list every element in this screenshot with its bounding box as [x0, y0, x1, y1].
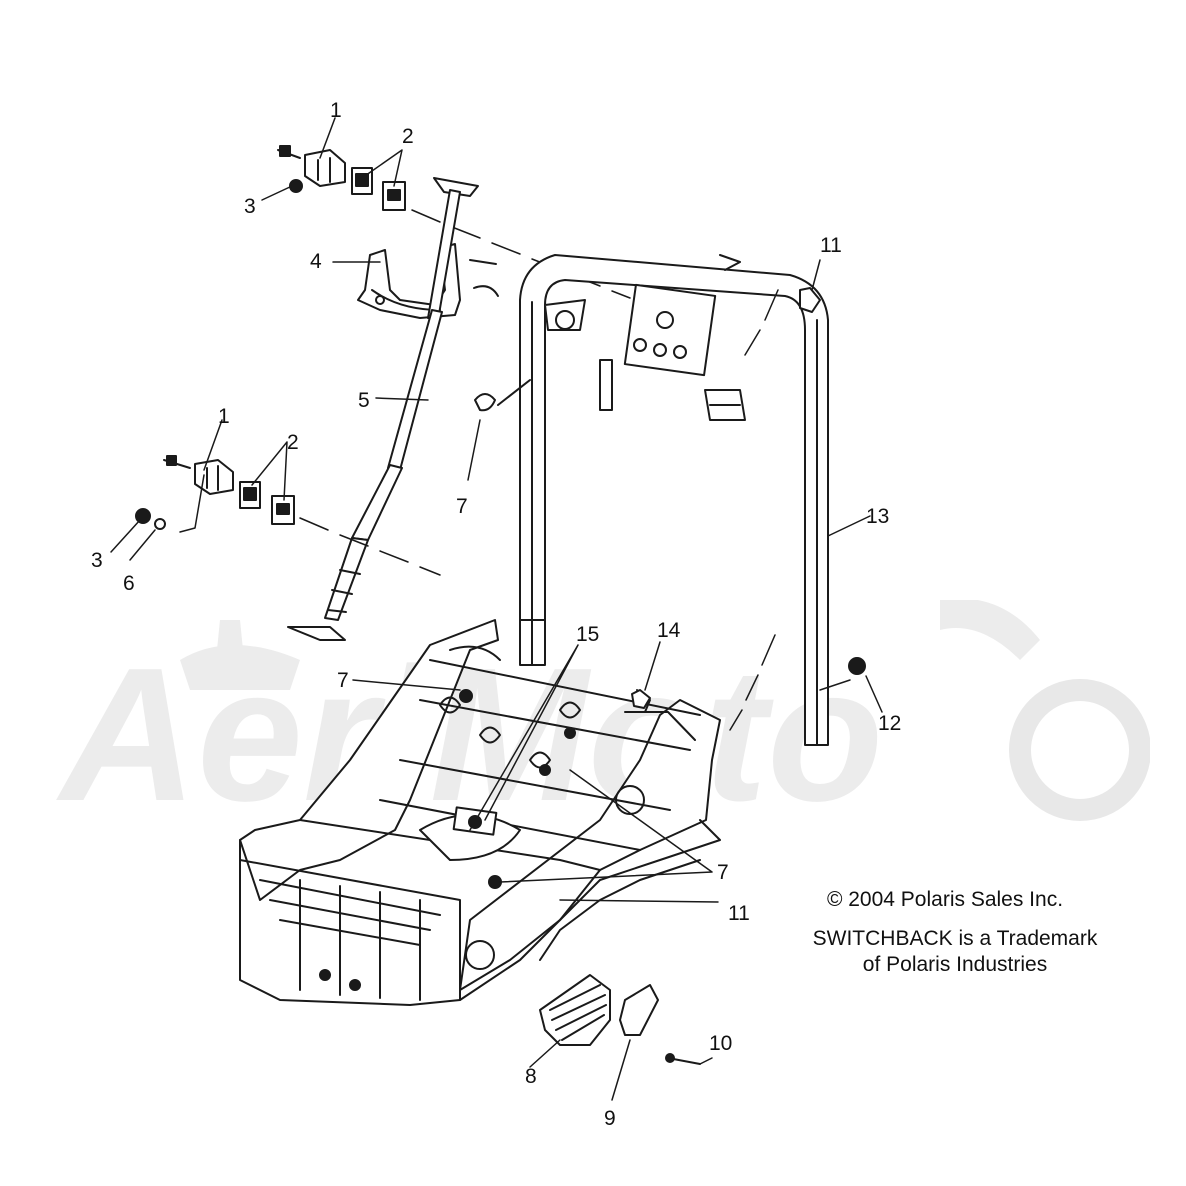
callout-3-lower: 3 [91, 549, 103, 572]
roll-bar-13 [519, 254, 829, 746]
callout-11-top: 11 [820, 234, 842, 257]
callout-5: 5 [358, 389, 370, 412]
callout-14: 14 [657, 619, 681, 642]
callout-2-lower: 2 [287, 431, 299, 454]
steering-post-5 [287, 177, 499, 641]
trademark-notice: SWITCHBACK is a Trademark of Polaris Ind… [790, 926, 1120, 979]
callout-8: 8 [525, 1065, 537, 1088]
callout-7-lower: 7 [717, 861, 729, 884]
callout-13: 13 [866, 505, 890, 528]
trademark-line-1: SWITCHBACK is a Trademark [812, 927, 1098, 950]
callout-15: 15 [576, 623, 600, 646]
callout-10: 10 [709, 1032, 733, 1055]
clamp-9 [619, 984, 659, 1036]
watermark-text: AeriMoto [56, 629, 883, 841]
chassis-tunnel [239, 619, 721, 1006]
callout-2-top: 2 [402, 125, 414, 148]
callout-1-top: 1 [330, 99, 342, 122]
leader-lines [110, 117, 883, 1101]
callout-1-lower: 1 [218, 405, 230, 428]
callout-12: 12 [878, 712, 902, 735]
trademark-line-2: of Polaris Industries [862, 953, 1048, 977]
callout-9: 9 [604, 1107, 616, 1130]
bolt-14 [631, 689, 651, 709]
boot-8 [539, 974, 611, 1046]
bolt-11-top [799, 287, 821, 313]
mount-bracket-4 [357, 243, 461, 319]
callout-7-upper: 7 [456, 495, 468, 518]
callout-6: 6 [123, 572, 135, 595]
callout-11-lower: 11 [728, 902, 750, 925]
callout-7-mid: 7 [337, 669, 349, 692]
top-bolt-bracket-group [277, 145, 631, 299]
nut-12 [848, 657, 866, 675]
callout-4: 4 [310, 250, 322, 273]
clip-7-upper [474, 393, 496, 412]
copyright-line-1: © 2004 Polaris Sales Inc. [826, 888, 1064, 911]
callout-3-top: 3 [244, 195, 256, 218]
watermark-logo: AeriMoto [56, 600, 1150, 841]
copyright-notice: © 2004 Polaris Sales Inc. [790, 887, 1100, 913]
